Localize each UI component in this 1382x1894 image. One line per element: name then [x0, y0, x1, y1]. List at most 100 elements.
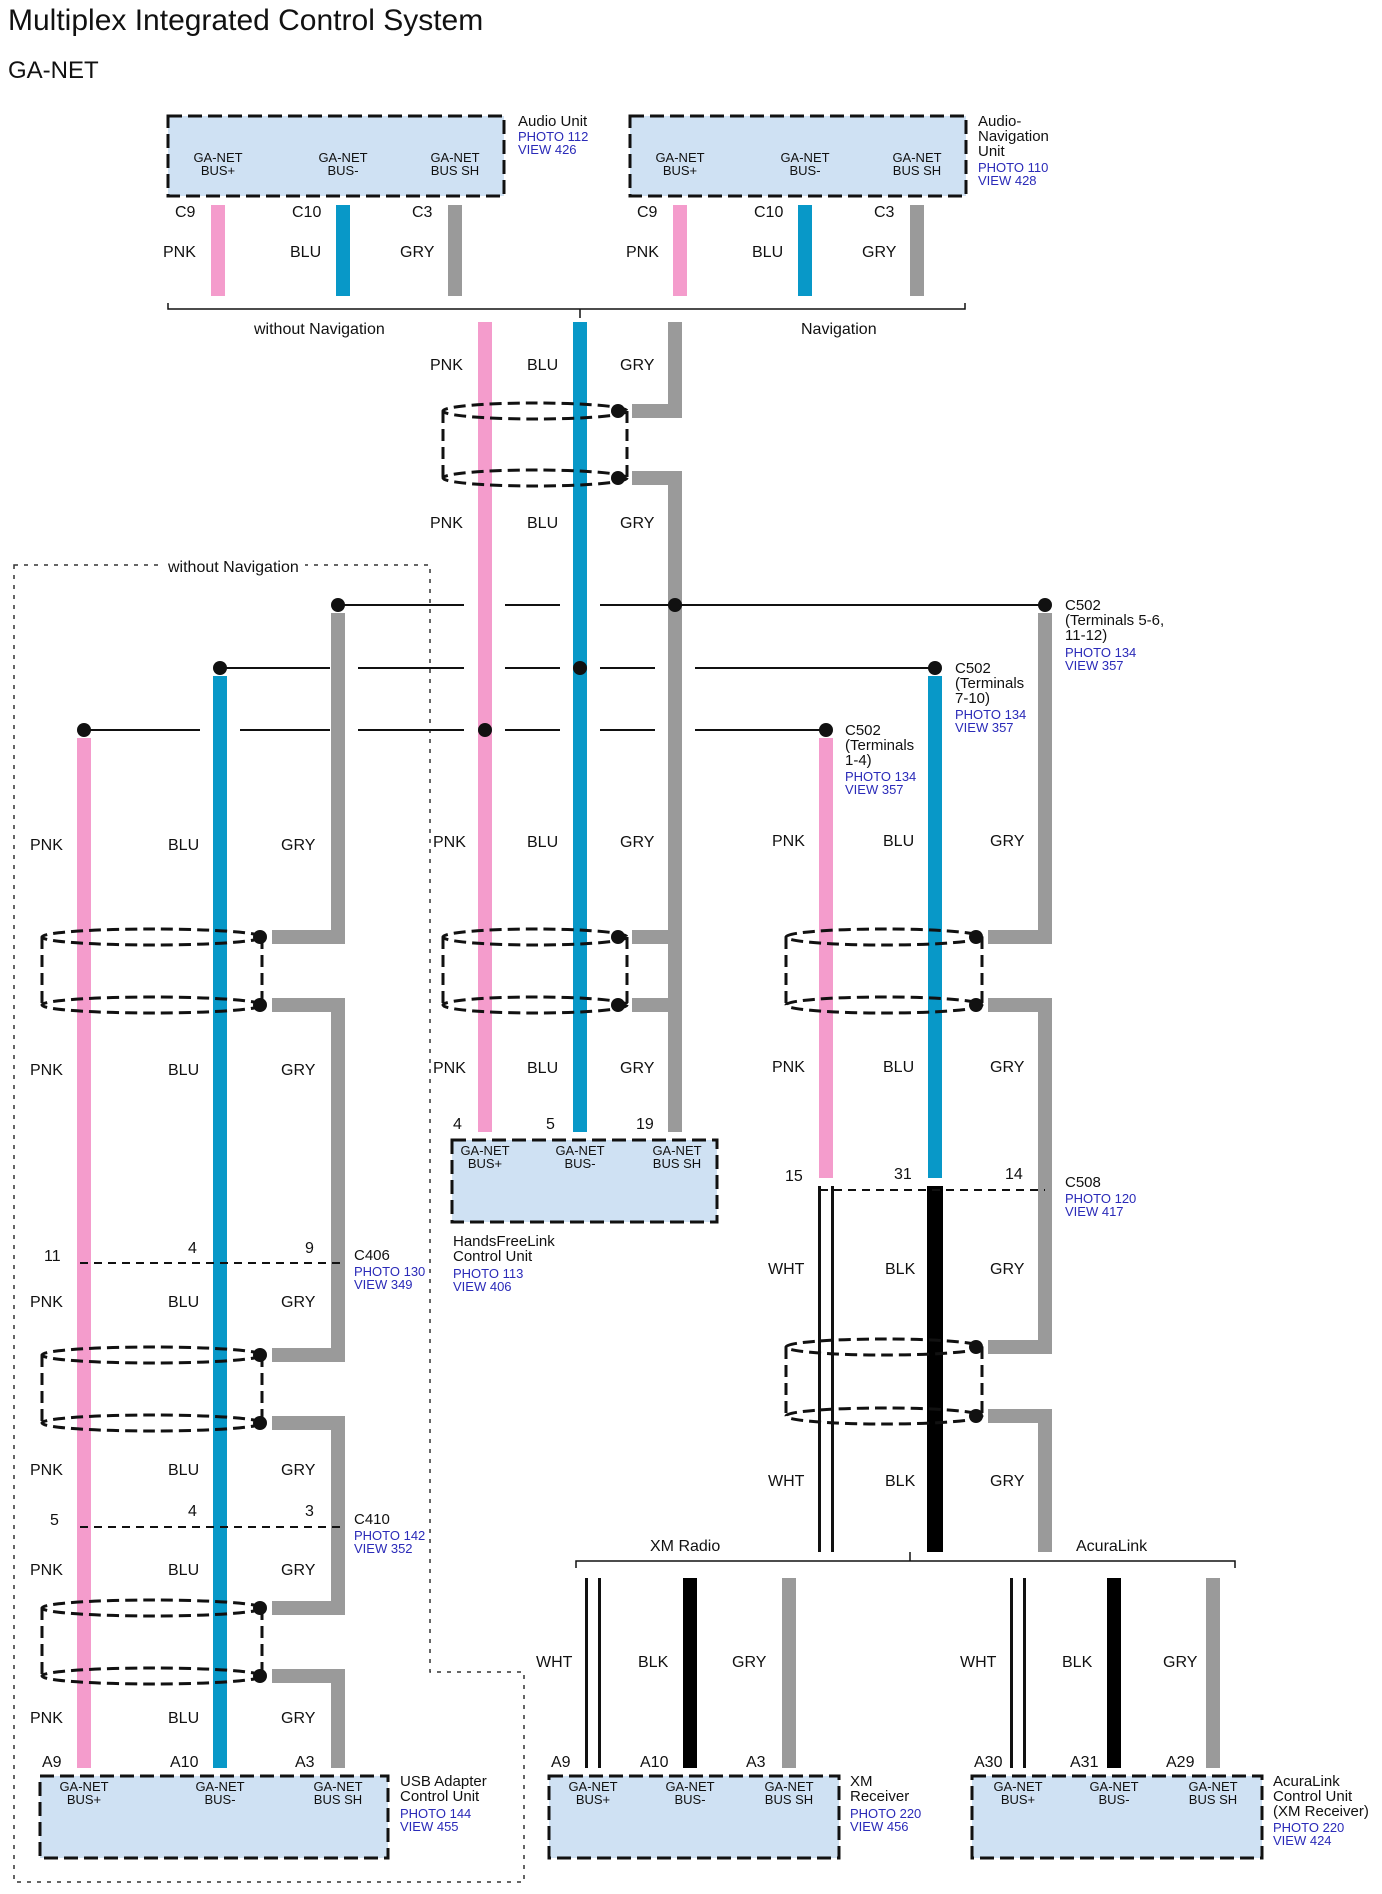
trunk-wire-gry [632, 322, 682, 418]
xm-view-link[interactable]: VIEW 456 [850, 1819, 909, 1834]
wire-label: GRY [620, 357, 655, 374]
c406-name: C406 [354, 1247, 390, 1264]
variant-label-xm-radio: XM Radio [650, 1538, 720, 1555]
bracket-xm-acuralink [575, 1560, 1236, 1568]
wire-label: BLU [168, 1562, 199, 1579]
wire-label: BLK [1062, 1654, 1093, 1671]
region-label-without-nav: without Navigation [167, 559, 299, 576]
wire-label: PNK [433, 1060, 466, 1077]
usb-view-link[interactable]: VIEW 455 [400, 1819, 459, 1834]
c502-photo-link[interactable]: PHOTO 134 [955, 707, 1026, 722]
wire-color-labels: PNK BLU GRY PNK BLU GRY PNK BLU GRY PNK … [30, 244, 1198, 1727]
bracket-without-nav [167, 303, 966, 310]
wire-label: PNK [30, 1462, 63, 1479]
shield-junction-dots [253, 404, 983, 1683]
c410-terminal: 5 [50, 1512, 59, 1529]
audio-navigation-unit-connector: C3 [874, 204, 895, 221]
c502-photo-link[interactable]: PHOTO 134 [845, 769, 916, 784]
acuralink-view-link[interactable]: VIEW 424 [1273, 1833, 1332, 1848]
right-wire-gry [988, 1409, 1052, 1552]
shield-twist-usb-1 [40, 927, 264, 1015]
wire-label: PNK [430, 515, 463, 532]
audio-navigation-unit-photo-link[interactable]: PHOTO 110 [978, 160, 1048, 175]
audio-unit-view-link[interactable]: VIEW 426 [518, 142, 577, 157]
page-subtitle: GA-NET [8, 57, 99, 84]
c406-photo-link[interactable]: PHOTO 130 [354, 1264, 425, 1279]
wire-label: GRY [620, 834, 655, 851]
wire-label: PNK [430, 357, 463, 374]
right-wire-gry [988, 998, 1052, 1354]
audio-navigation-unit-view-link[interactable]: VIEW 428 [978, 173, 1037, 188]
hfl-view-link[interactable]: VIEW 406 [453, 1279, 512, 1294]
c410-view-link[interactable]: VIEW 352 [354, 1541, 413, 1556]
acuralink-terminal: A30 [974, 1754, 1003, 1771]
right-wire-gry [988, 613, 1052, 944]
wire-label: BLU [527, 834, 558, 851]
c406-view-link[interactable]: VIEW 349 [354, 1277, 413, 1292]
wire-label: GRY [732, 1654, 767, 1671]
audio-unit-connector: C10 [292, 204, 321, 221]
wire-label: PNK [30, 1062, 63, 1079]
wire-label: PNK [433, 834, 466, 851]
shield-twist-usb-2 [40, 1345, 264, 1433]
c502-view-link[interactable]: VIEW 357 [1065, 658, 1124, 673]
c502-view-link[interactable]: VIEW 357 [845, 782, 904, 797]
wire-label: WHT [768, 1261, 805, 1278]
c406-terminal: 4 [188, 1240, 197, 1257]
hfl-photo-link[interactable]: PHOTO 113 [453, 1266, 523, 1281]
c502-terminals-5-6-label: C502(Terminals 5-6,11-12) PHOTO 134 VIEW… [1065, 597, 1164, 673]
c502-terminals-5-6-row [331, 598, 1052, 612]
c502-view-link[interactable]: VIEW 357 [955, 720, 1014, 735]
wire-label: GRY [990, 1059, 1025, 1076]
wire-label: BLU [527, 357, 558, 374]
c410-name: C410 [354, 1511, 390, 1528]
wire-label: WHT [960, 1654, 997, 1671]
usb-wire-gry [272, 1416, 345, 1615]
wire-label: PNK [163, 244, 196, 261]
shield-twist-hfl [441, 927, 629, 1015]
acuralink-photo-link[interactable]: PHOTO 220 [1273, 1820, 1344, 1835]
wire-label: WHT [536, 1654, 573, 1671]
wire-label: GRY [281, 1710, 316, 1727]
variant-label-acuralink: AcuraLink [1076, 1538, 1148, 1555]
audio-unit-photo-link[interactable]: PHOTO 112 [518, 129, 588, 144]
c508-terminal: 14 [1005, 1166, 1023, 1183]
c410-label: C410 PHOTO 142 VIEW 352 5 4 3 [50, 1503, 425, 1556]
usb-photo-link[interactable]: PHOTO 144 [400, 1806, 471, 1821]
c502-terminals-7-10-row [213, 661, 942, 675]
xm-photo-link[interactable]: PHOTO 220 [850, 1806, 921, 1821]
wire-label: BLU [527, 515, 558, 532]
wire-label: GRY [281, 1562, 316, 1579]
c502-photo-link[interactable]: PHOTO 134 [1065, 645, 1136, 660]
hfl-terminal: 4 [453, 1116, 462, 1133]
c508-photo-link[interactable]: PHOTO 120 [1065, 1191, 1136, 1206]
c508-terminal: 31 [894, 1166, 912, 1183]
wire-label: BLU [168, 1710, 199, 1727]
xm-terminal: A3 [746, 1754, 766, 1771]
usb-terminal: A3 [295, 1754, 315, 1771]
wire-label: BLU [168, 1294, 199, 1311]
c508-view-link[interactable]: VIEW 417 [1065, 1204, 1124, 1219]
c410-photo-link[interactable]: PHOTO 142 [354, 1528, 425, 1543]
usb-terminal: A10 [170, 1754, 199, 1771]
wire-label: BLK [885, 1473, 916, 1490]
usb-wire-gry [272, 613, 345, 944]
audio-navigation-unit-connector: C10 [754, 204, 783, 221]
wire-label: GRY [990, 833, 1025, 850]
wire-label: BLK [638, 1654, 669, 1671]
